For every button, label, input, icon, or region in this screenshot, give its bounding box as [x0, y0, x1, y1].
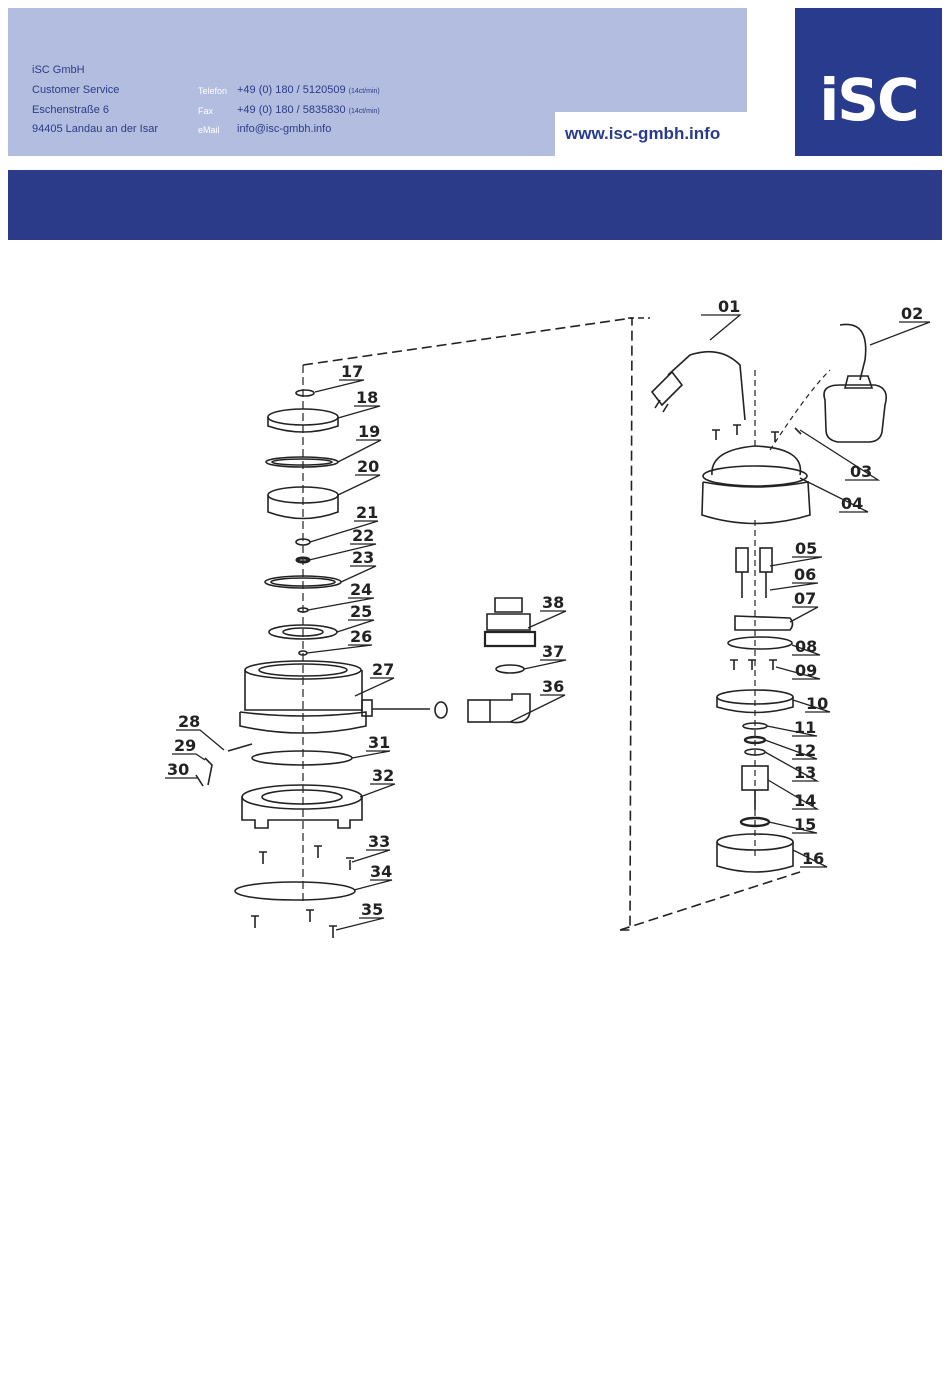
website-link[interactable]: www.isc-gmbh.info	[565, 124, 721, 143]
part-label-15: 15	[794, 815, 816, 834]
part-label-17: 17	[341, 362, 363, 381]
phone-rate: (14ct/min)	[348, 88, 380, 95]
part-label-18: 18	[356, 388, 378, 407]
part-label-13: 13	[794, 763, 816, 782]
fax-value: +49 (0) 180 / 5835830 (14ct/min)	[237, 104, 380, 116]
part-label-36: 36	[542, 677, 564, 696]
part-label-03: 03	[850, 462, 872, 481]
part-label-05: 05	[795, 539, 817, 558]
part-label-35: 35	[361, 900, 383, 919]
phone-label: Telefon	[198, 86, 228, 96]
part-label-24: 24	[350, 580, 372, 599]
part-label-09: 09	[795, 661, 817, 680]
part-label-37: 37	[542, 642, 564, 661]
part-label-02: 02	[901, 304, 923, 323]
part-label-01: 01	[718, 297, 740, 316]
isc-logo: iSC	[795, 8, 942, 156]
fax-rate: (14ct/min)	[348, 108, 380, 115]
logo-text: iSC	[819, 66, 919, 134]
part-label-20: 20	[357, 457, 379, 476]
part-label-08: 08	[795, 637, 817, 656]
company-department: Customer Service	[32, 84, 120, 96]
phone-value: +49 (0) 180 / 5120509 (14ct/min)	[237, 84, 380, 96]
company-city: 94405 Landau an der Isar	[32, 123, 158, 135]
part-label-29: 29	[174, 736, 196, 755]
part-label-38: 38	[542, 593, 564, 612]
part-label-25: 25	[350, 602, 372, 621]
part-label-31: 31	[368, 733, 390, 752]
part-label-23: 23	[352, 548, 374, 567]
fax-label: Fax	[198, 106, 214, 116]
part-label-34: 34	[370, 862, 392, 881]
company-name: iSC GmbH	[32, 64, 85, 76]
website-box: www.isc-gmbh.info	[555, 112, 747, 156]
part-label-11: 11	[794, 718, 816, 737]
part-label-22: 22	[352, 526, 374, 545]
part-label-10: 10	[806, 694, 828, 713]
email-label: eMail	[198, 125, 220, 135]
part-label-33: 33	[368, 832, 390, 851]
company-street: Eschenstraße 6	[32, 104, 110, 116]
title-band	[8, 170, 942, 240]
part-label-26: 26	[350, 627, 372, 646]
part-label-14: 14	[794, 791, 816, 810]
part-label-04: 04	[841, 494, 863, 513]
part-label-30: 30	[167, 760, 189, 779]
email-link[interactable]: info@isc-gmbh.info	[237, 123, 332, 135]
part-label-21: 21	[356, 503, 378, 522]
part-label-06: 06	[794, 565, 816, 584]
part-label-27: 27	[372, 660, 394, 679]
part-label-19: 19	[358, 422, 380, 441]
part-label-16: 16	[802, 849, 824, 868]
part-label-32: 32	[372, 766, 394, 785]
part-label-28: 28	[178, 712, 200, 731]
part-label-07: 07	[794, 589, 816, 608]
part-label-12: 12	[794, 741, 816, 760]
